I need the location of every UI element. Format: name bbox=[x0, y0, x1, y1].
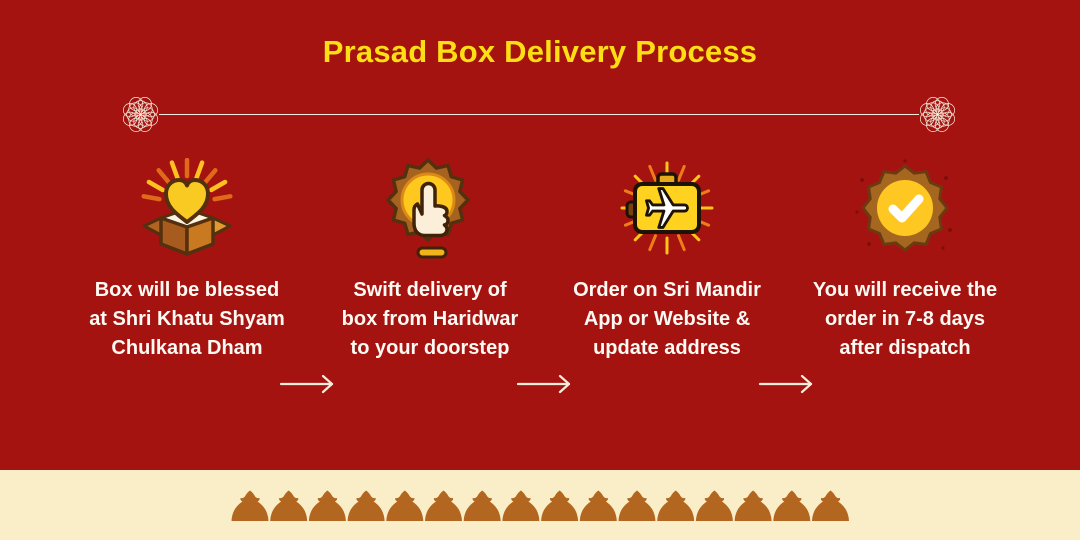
step-caption: Box will be blessed at Shri Khatu Shyam … bbox=[89, 279, 285, 359]
page-title: Prasad Box Delivery Process bbox=[322, 34, 758, 69]
divider bbox=[122, 96, 956, 133]
rosette-left-icon bbox=[123, 97, 158, 132]
step-blessed-box: Box will be blessed at Shri Khatu Shyam … bbox=[75, 157, 299, 363]
footer-band bbox=[0, 470, 1080, 540]
step-receive-order: You will receive the order in 7-8 days a… bbox=[793, 158, 1017, 363]
verified-badge-icon bbox=[853, 158, 957, 262]
process-steps: Box will be blessed at Shri Khatu Shyam … bbox=[0, 157, 1080, 394]
arrow-right-icon bbox=[516, 374, 571, 394]
travel-suitcase-icon bbox=[615, 158, 719, 262]
blessed-box-icon bbox=[135, 157, 239, 262]
arrow-right-icon bbox=[279, 374, 334, 394]
arrow-right-icon bbox=[758, 374, 813, 394]
step-swift-delivery: Swift delivery of box from Haridwar to y… bbox=[318, 158, 542, 363]
temple-dome-border-icon bbox=[231, 490, 849, 521]
tap-delivery-icon bbox=[378, 158, 482, 262]
step-caption: Order on Sri Mandir App or Website & upd… bbox=[573, 279, 761, 359]
rosette-right-icon bbox=[920, 97, 955, 132]
step-order-app: Order on Sri Mandir App or Website & upd… bbox=[555, 158, 779, 363]
step-caption: Swift delivery of box from Haridwar to y… bbox=[341, 279, 519, 359]
step-caption: You will receive the order in 7-8 days a… bbox=[812, 279, 998, 359]
divider-line bbox=[159, 114, 919, 115]
